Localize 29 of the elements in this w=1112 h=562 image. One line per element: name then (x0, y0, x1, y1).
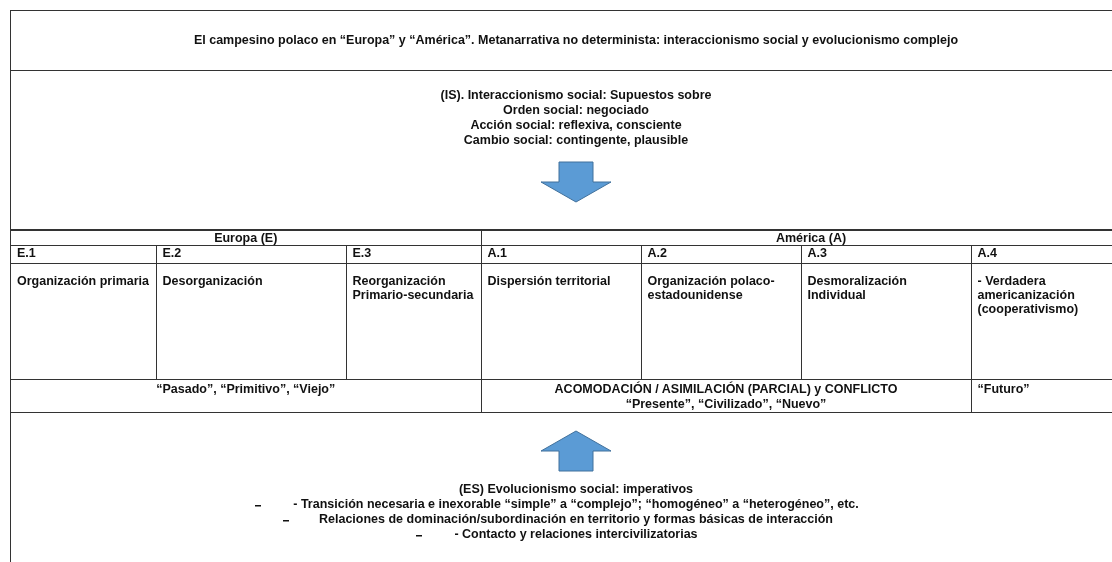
stage-description: Desmoralización Individual (807, 274, 907, 302)
section-heading: (ES) Evolucionismo social: imperativos (457, 482, 695, 497)
stage-description: Dispersión territorial (487, 274, 611, 288)
stage-code: E.2 (162, 246, 182, 260)
process-label: ACOMODACIÓN / ASIMILACIÓN (PARCIAL) y CONFLICTO (553, 382, 899, 397)
section-heading: (IS). Interaccionismo social: Supuestos sobre (439, 88, 713, 103)
stage-description: - Verdadera americanización (cooperativismo) (977, 274, 1079, 316)
stage-description: Organización primaria (17, 274, 149, 288)
period-label: “Presente”, “Civilizado”, “Nuevo” (624, 397, 828, 412)
stage-code: A.3 (807, 246, 827, 260)
stage-description: Organización polaco-estadounidense (647, 274, 775, 302)
stage-code: E.3 (352, 246, 372, 260)
imperative-text: Relaciones de dominación/subordinación en territorio y formas básicas de interacción (319, 512, 833, 526)
stage-code: A.1 (487, 246, 507, 260)
period-label: “Futuro” (977, 382, 1030, 396)
assumption-text: Cambio social: contingente, plausible (462, 133, 690, 148)
imperative-text: - Transición necesaria e inexorable “simple” a “complejo”; “homogéneo” a “heterogéneo”, etc. (293, 497, 859, 511)
stage-code: A.4 (977, 246, 997, 260)
assumption-text: Orden social: negociado (502, 103, 650, 118)
stage-code: E.1 (17, 246, 36, 260)
title: El campesino polaco en “Europa” y “América”. Metanarrativa no determinista: interaccionismo social y evolucionismo complejo (193, 33, 959, 47)
period-label: “Pasado”, “Primitivo”, “Viejo” (156, 382, 336, 396)
region-header: Europa (E) (214, 231, 278, 245)
stage-description: Desorganización (162, 274, 263, 288)
region-header: América (A) (775, 231, 847, 245)
stage-code: A.2 (647, 246, 667, 260)
imperative-text: - Contacto y relaciones intercivilizatorias (454, 527, 698, 541)
assumption-text: Acción social: reflexiva, consciente (469, 118, 683, 133)
stage-description: Reorganización Primario-secundaria (352, 274, 474, 302)
